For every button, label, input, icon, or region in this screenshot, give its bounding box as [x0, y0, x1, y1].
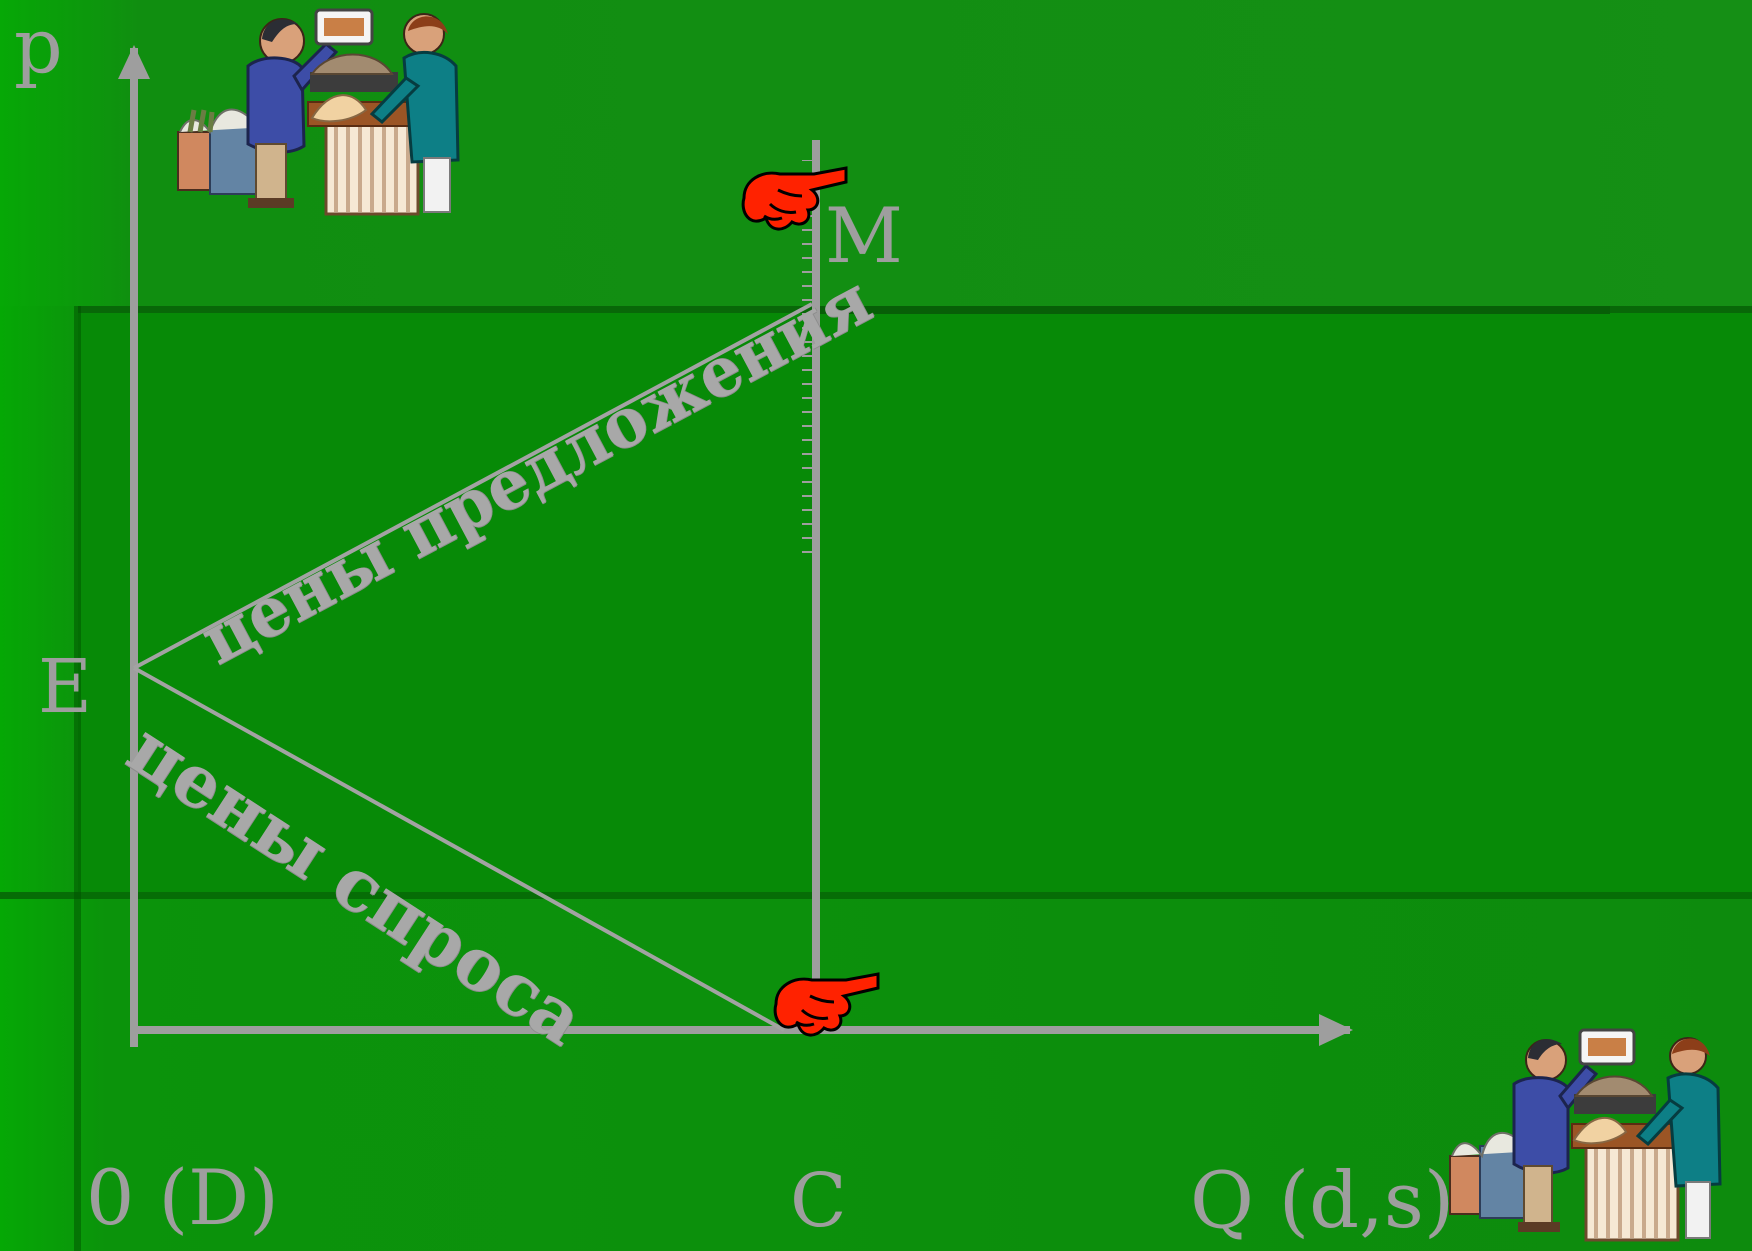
market-vendor-scene-top: [176, 6, 490, 218]
seller-shoes: [1518, 1222, 1560, 1232]
buyer-coat: [1668, 1074, 1720, 1186]
seller-pants: [1524, 1166, 1552, 1226]
counter-stripes: [1596, 1148, 1668, 1238]
seller-jacket: [1514, 1078, 1568, 1173]
point-c-label: C: [790, 1164, 847, 1238]
market-vendor-scene-bottom: [1448, 1020, 1752, 1248]
seller-jacket: [248, 58, 304, 152]
pointing-hand-shape: [775, 974, 878, 1035]
buyer-legs: [424, 158, 450, 212]
origin-label: 0 (D): [86, 1160, 279, 1236]
point-e-label: E: [38, 650, 92, 724]
p-axis-label: p: [14, 8, 63, 84]
counter-stripes: [336, 126, 408, 212]
buyer-coat: [404, 52, 458, 162]
scale-display-panel: [324, 18, 364, 36]
q-axis-label: Q (d,s): [1190, 1162, 1454, 1240]
buyer-legs: [1686, 1182, 1710, 1238]
seller-pants: [256, 144, 286, 202]
scale-display-panel: [1588, 1038, 1626, 1056]
seller-shoes: [248, 198, 294, 208]
pointing-hand-icon-m: [736, 162, 852, 236]
pointing-hand-icon-c: [768, 968, 884, 1042]
pointing-hand-shape: [743, 168, 846, 229]
